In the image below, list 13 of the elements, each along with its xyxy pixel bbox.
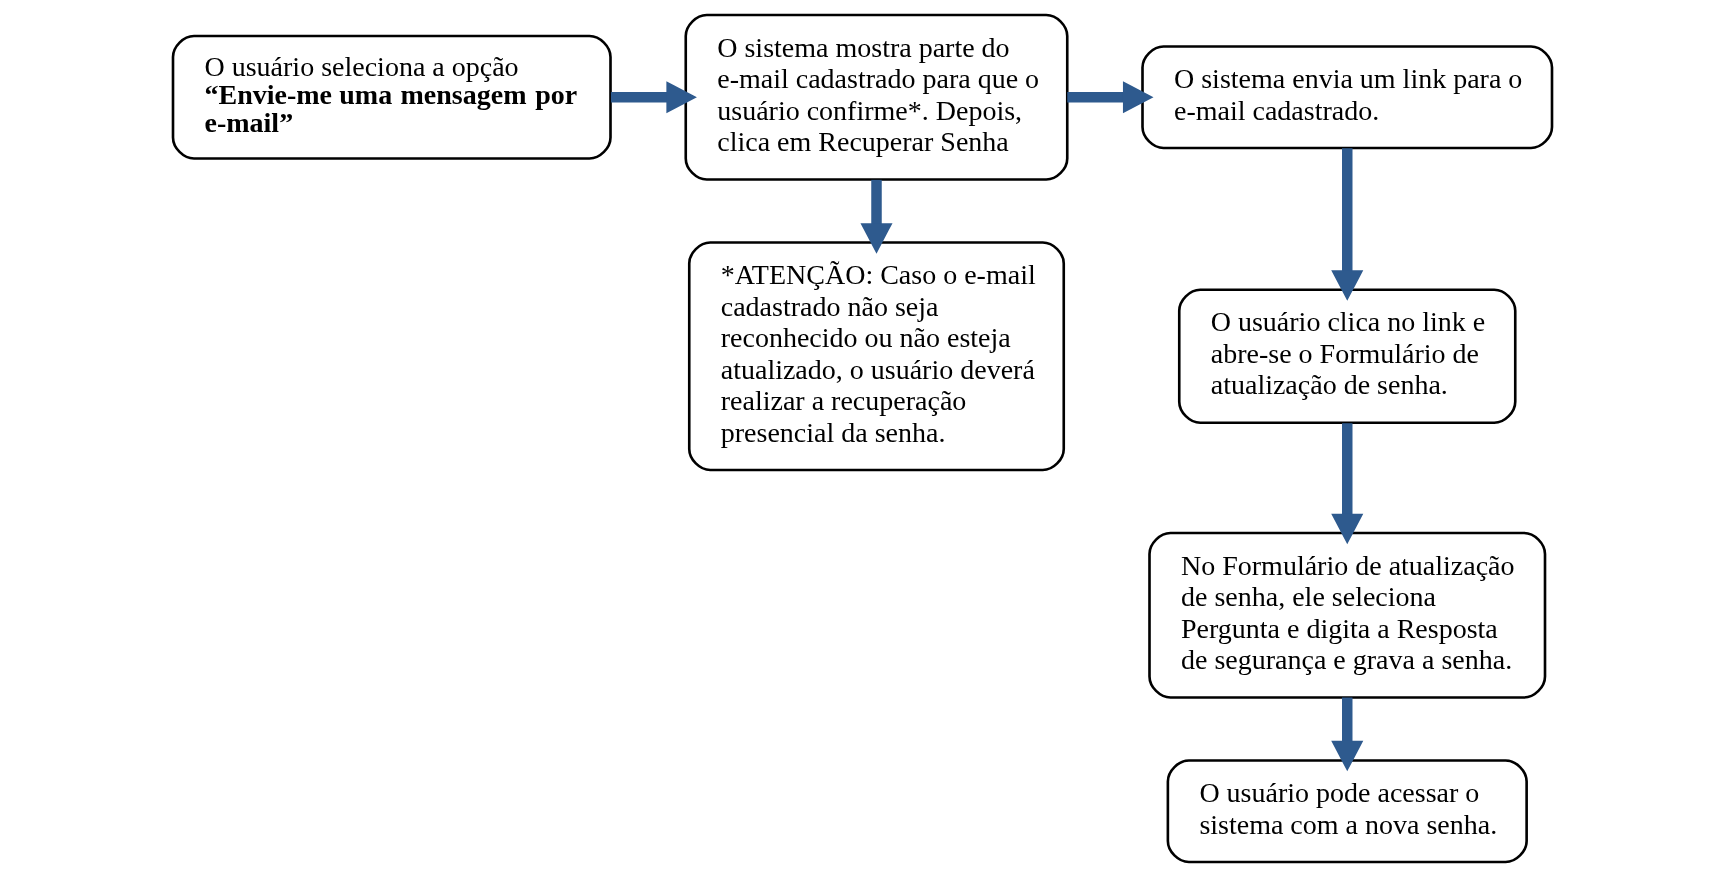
node-box: *ATENÇÃO: Caso o e-mail cadastrado não seja reconhecido ou não esteja atualizado, o usuário deverá realizar a recuperação presencial da senha. — [687, 241, 1066, 472]
node-box: No Formulário de atualização de senha, ele seleciona Pergunta e digita a Resposta de segurança e grava a senha. — [1148, 531, 1547, 699]
arrow — [1331, 148, 1364, 301]
arrow — [1067, 81, 1154, 114]
arrow — [1331, 697, 1364, 772]
arrow — [860, 179, 893, 254]
node-box: O usuário clica no link e abre-se o Formulário de atualização de senha. — [1177, 288, 1517, 425]
arrow — [1331, 423, 1364, 545]
node-box: O usuário pode acessar o sistema com a nova senha. — [1166, 759, 1528, 864]
node-box: O sistema mostra parte do e-mail cadastrado para que o usuário confirme*. Depois, clica em Recuperar Senha — [684, 13, 1069, 181]
node-box: O usuário seleciona a opção “Envie-me uma mensagem por e-mail” — [171, 34, 612, 160]
arrow — [610, 81, 697, 114]
node-box: O sistema envia um link para o e-mail cadastrado. — [1141, 45, 1554, 150]
